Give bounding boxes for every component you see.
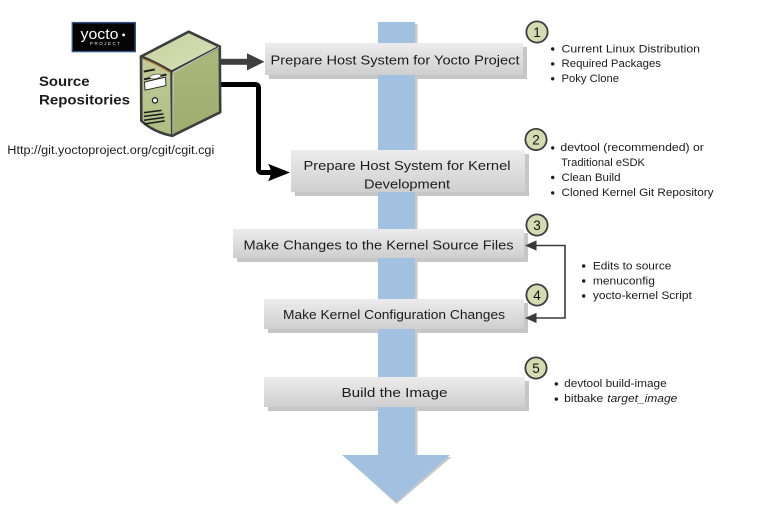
svg-text:2: 2 (532, 132, 540, 147)
svg-text:Clean Build: Clean Build (562, 172, 621, 184)
svg-text:Current Linux Distribution: Current Linux Distribution (562, 43, 701, 55)
svg-text:devtool build-image: devtool build-image (564, 378, 667, 390)
svg-text:Repositories: Repositories (39, 92, 130, 108)
svg-text:target_image: target_image (607, 393, 677, 405)
svg-text:4: 4 (533, 288, 541, 303)
svg-text:Traditional eSDK: Traditional eSDK (561, 157, 646, 169)
svg-text:1: 1 (533, 25, 541, 40)
svg-text:3: 3 (533, 218, 541, 233)
svg-text:menuconfig: menuconfig (593, 275, 655, 287)
svg-text:Make Kernel Configuration Chan: Make Kernel Configuration Changes (283, 308, 505, 322)
svg-text:yocto-kernel Script: yocto-kernel Script (593, 290, 692, 302)
svg-text:Prepare Host System for Kernel: Prepare Host System for Kernel (304, 159, 511, 173)
svg-text:Source: Source (39, 73, 90, 89)
svg-text:Edits to source: Edits to source (593, 261, 672, 273)
svg-text:Build the Image: Build the Image (342, 386, 448, 400)
svg-text:Http://git.yoctoproject.org/cg: Http://git.yoctoproject.org/cgit/cgit.cg… (7, 143, 214, 157)
svg-text:devtool (recommended) or: devtool (recommended) or (560, 142, 704, 154)
svg-text:5: 5 (532, 361, 540, 376)
svg-text:PROJECT: PROJECT (90, 41, 122, 46)
svg-text:Required Packages: Required Packages (562, 58, 662, 70)
svg-text:bitbake: bitbake (564, 393, 603, 405)
svg-text:Development: Development (364, 177, 451, 191)
svg-text:yocto: yocto (81, 26, 119, 43)
svg-text:Cloned Kernel Git Repository: Cloned Kernel Git Repository (562, 187, 715, 199)
svg-text:Make Changes to the Kernel Sou: Make Changes to the Kernel Source Files (244, 238, 514, 252)
svg-text:Prepare Host System for Yocto: Prepare Host System for Yocto Project (271, 54, 521, 68)
svg-text:Poky Clone: Poky Clone (562, 73, 620, 85)
